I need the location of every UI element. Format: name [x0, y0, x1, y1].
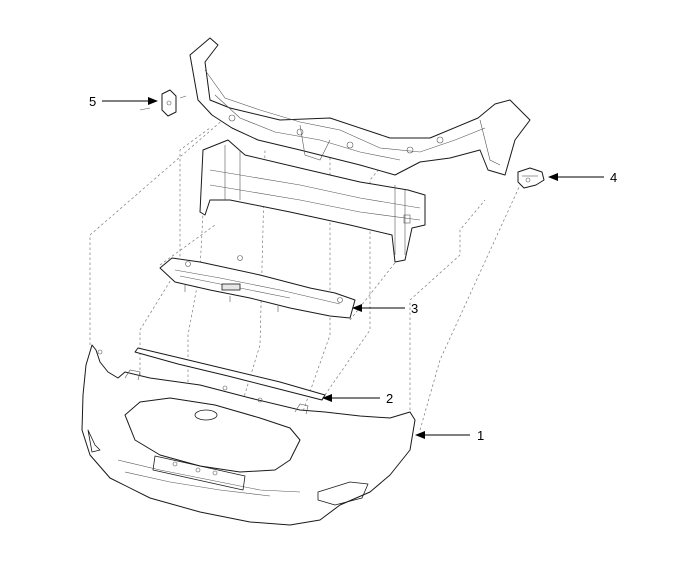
callout-2: 2 — [322, 391, 393, 406]
upper-cover-part-3 — [159, 255, 356, 319]
callout-5-label: 5 — [89, 94, 96, 109]
callout-3-label: 3 — [411, 301, 418, 316]
callout-5: 5 — [89, 94, 158, 109]
bumper-beam — [199, 139, 426, 263]
callout-4-label: 4 — [610, 170, 617, 185]
callout-3: 3 — [352, 301, 418, 316]
molding-strip-part-2 — [134, 347, 326, 401]
callout-2-label: 2 — [386, 391, 393, 406]
callout-4: 4 — [548, 170, 617, 185]
callout-1-label: 1 — [477, 428, 484, 443]
side-bracket-part-4 — [517, 167, 545, 189]
callout-1: 1 — [415, 428, 484, 443]
front-bumper-cover-part-1 — [81, 344, 416, 526]
radiator-support-frame — [189, 37, 531, 176]
side-bracket-part-5 — [139, 89, 187, 117]
